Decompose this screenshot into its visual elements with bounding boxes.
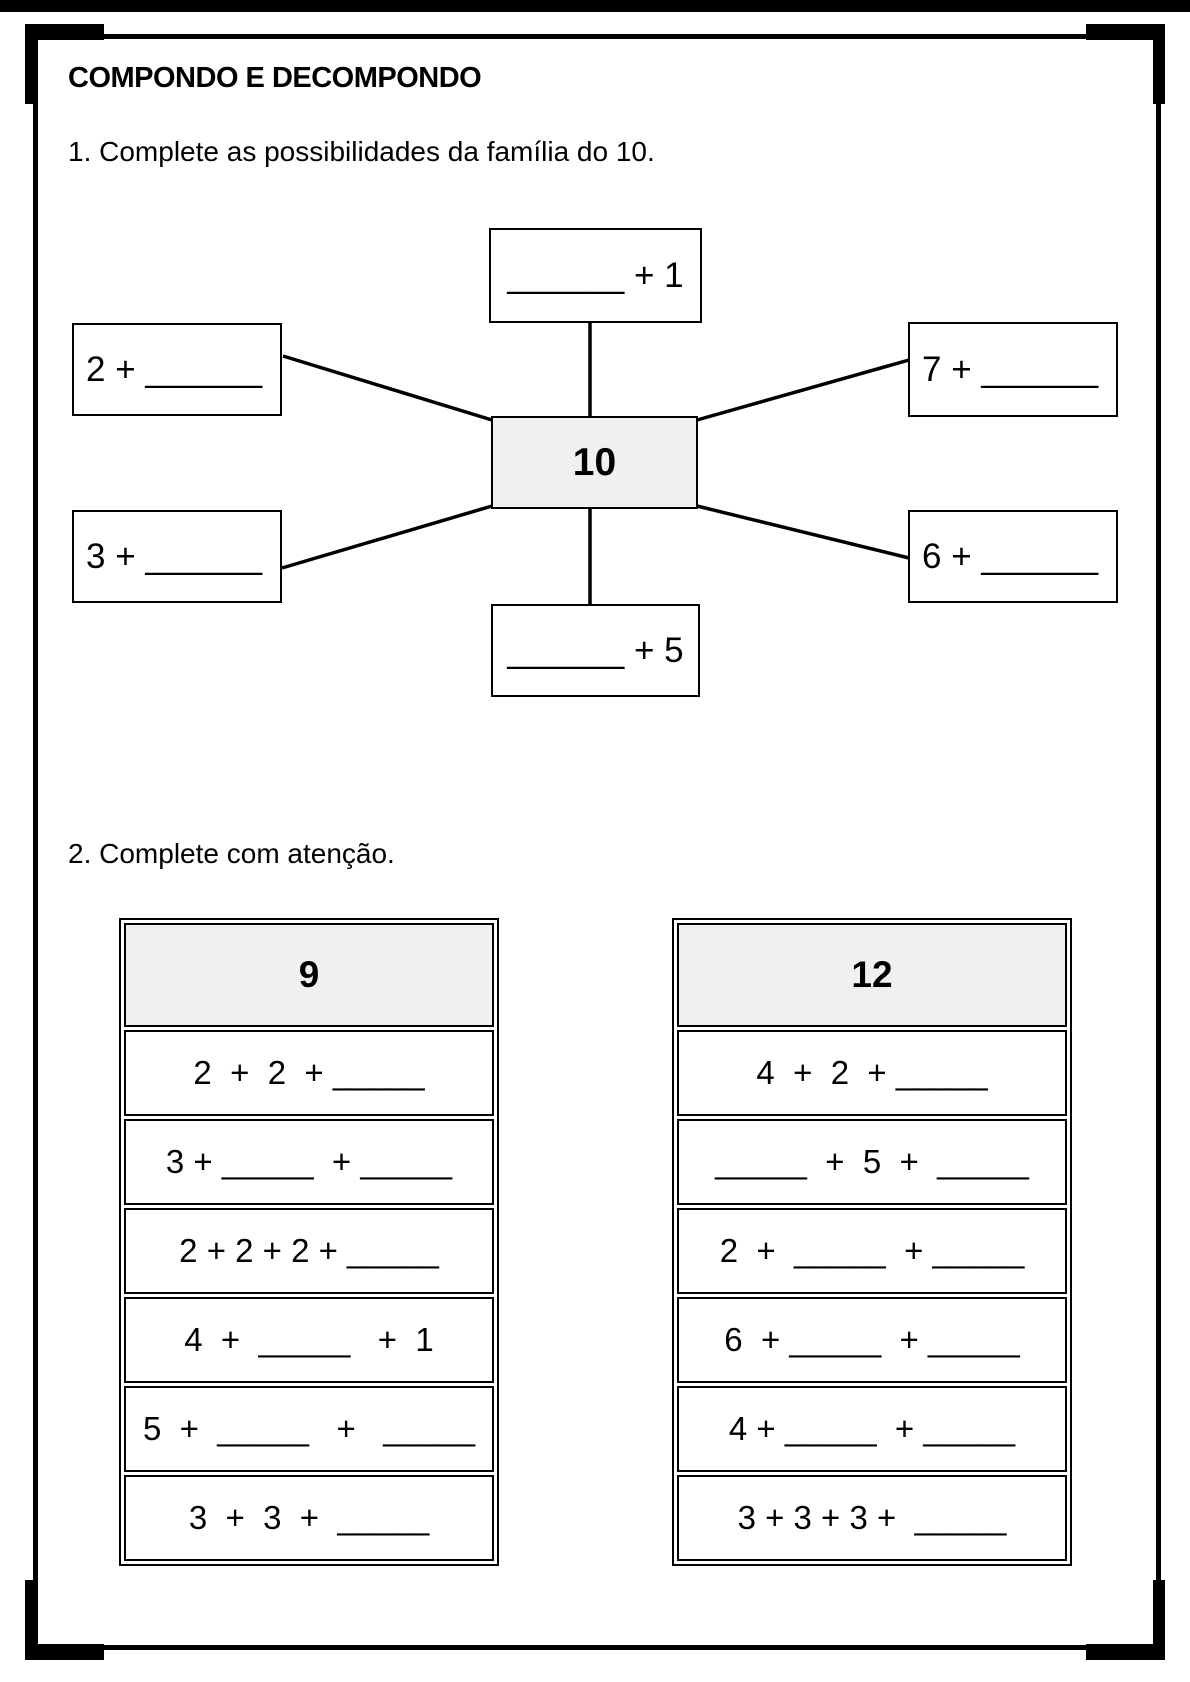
page-title: COMPONDO E DECOMPONDO	[68, 62, 482, 94]
frame-corner-top-left-v	[25, 24, 37, 104]
table-row: 4 + 2 + _____	[677, 1030, 1067, 1116]
diagram-box-label: ______ + 1	[507, 255, 684, 295]
diagram-box-2-plus-blank: 2 + ______	[72, 323, 282, 416]
table-row: 2 + 2 + _____	[124, 1030, 494, 1116]
frame-corner-bottom-right-v	[1153, 1580, 1165, 1660]
table-row: 3 + 3 + 3 + _____	[677, 1475, 1067, 1561]
table-row: 4 + _____ + 1	[124, 1297, 494, 1383]
table-row: _____ + 5 + _____	[677, 1119, 1067, 1205]
table-row: 2 + 2 + 2 + _____	[124, 1208, 494, 1294]
diagram-box-3-plus-blank: 3 + ______	[72, 510, 282, 603]
frame-corner-top-right-v	[1153, 24, 1165, 104]
diagram-box-label: ______ + 5	[507, 630, 684, 670]
diagram-box-label: 2 + ______	[86, 349, 263, 389]
diagram-box-7-plus-blank: 7 + ______	[908, 322, 1118, 417]
frame-corner-top-right-h	[1086, 24, 1164, 40]
table-row: 5 + _____ + _____	[124, 1386, 494, 1472]
frame-corner-bottom-right-h	[1086, 1644, 1164, 1660]
frame-corner-bottom-left-v	[25, 1580, 37, 1660]
diagram-box-6-plus-blank: 6 + ______	[908, 510, 1118, 603]
diagram-box-label: 6 + ______	[922, 536, 1099, 576]
table-header: 12	[677, 923, 1067, 1027]
diagram-box-label: 7 + ______	[922, 349, 1099, 389]
exercise1-instruction: 1. Complete as possibilidades da família…	[68, 136, 655, 167]
table-row: 4 + _____ + _____	[677, 1386, 1067, 1472]
exercise2-instruction: 2. Complete com atenção.	[68, 838, 395, 869]
diagram-box-blank-plus-5: ______ + 5	[491, 604, 700, 697]
diagram-center-label: 10	[572, 440, 617, 484]
frame-corner-bottom-left-h	[26, 1644, 104, 1660]
page-top-strip	[0, 0, 1190, 12]
table-of-12: 12 4 + 2 + _____ _____ + 5 + _____ 2 + _…	[672, 918, 1072, 1566]
decorative-frame	[33, 34, 1161, 1650]
diagram-box-blank-plus-1: ______ + 1	[489, 228, 702, 323]
diagram-center-box-10: 10	[491, 416, 698, 509]
table-row: 3 + 3 + _____	[124, 1475, 494, 1561]
table-of-9: 9 2 + 2 + _____ 3 + _____ + _____ 2 + 2 …	[119, 918, 499, 1566]
table-row: 2 + _____ + _____	[677, 1208, 1067, 1294]
table-row: 3 + _____ + _____	[124, 1119, 494, 1205]
table-header: 9	[124, 923, 494, 1027]
table-row: 6 + _____ + _____	[677, 1297, 1067, 1383]
frame-corner-top-left-h	[26, 24, 104, 40]
diagram-box-label: 3 + ______	[86, 536, 263, 576]
